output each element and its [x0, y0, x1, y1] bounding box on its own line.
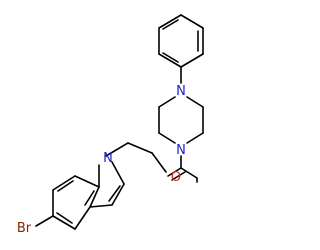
bond-carbonyl-double	[167, 167, 182, 177]
bond	[52, 175, 76, 191]
bond	[111, 161, 125, 185]
atom-n-piperazine-bottom: N	[176, 143, 186, 158]
bond	[158, 14, 182, 29]
structure-diagram: N N O N Br	[17, 14, 204, 236]
bond	[180, 53, 204, 68]
phenyl-ring	[158, 14, 204, 68]
piperazine-ring	[158, 96, 204, 144]
bond-double-inner	[57, 180, 74, 192]
benzene-ring	[52, 175, 100, 230]
bond-double-inner	[108, 185, 121, 202]
bond-double-inner	[84, 190, 95, 206]
bond	[158, 96, 176, 108]
bond	[186, 132, 204, 144]
atom-n-piperazine-top: N	[176, 84, 186, 99]
molecule-svg: N N O N Br	[17, 14, 204, 236]
bond-c-br	[35, 215, 54, 227]
bond	[111, 183, 125, 206]
bond	[158, 53, 182, 68]
bond	[186, 96, 204, 108]
bond-carbonyl-ch2	[180, 167, 198, 179]
bond	[127, 142, 153, 154]
bond-double-inner	[56, 212, 73, 224]
atom-n-indole: N	[103, 151, 113, 166]
atom-br: Br	[17, 221, 32, 236]
bond	[158, 132, 176, 144]
atom-o-carbonyl: O	[171, 170, 181, 185]
bond-carbonyl-double	[171, 171, 186, 181]
bond-double-inner	[162, 52, 179, 63]
bond-ch2-n	[105, 142, 129, 157]
bond	[151, 152, 167, 173]
bond	[180, 14, 204, 29]
bond	[74, 206, 91, 230]
bond	[74, 175, 100, 188]
bond	[89, 204, 113, 208]
bond	[52, 215, 76, 230]
bond	[89, 186, 100, 208]
bond-double-inner	[162, 19, 179, 30]
pyrrole-ring	[89, 161, 125, 208]
